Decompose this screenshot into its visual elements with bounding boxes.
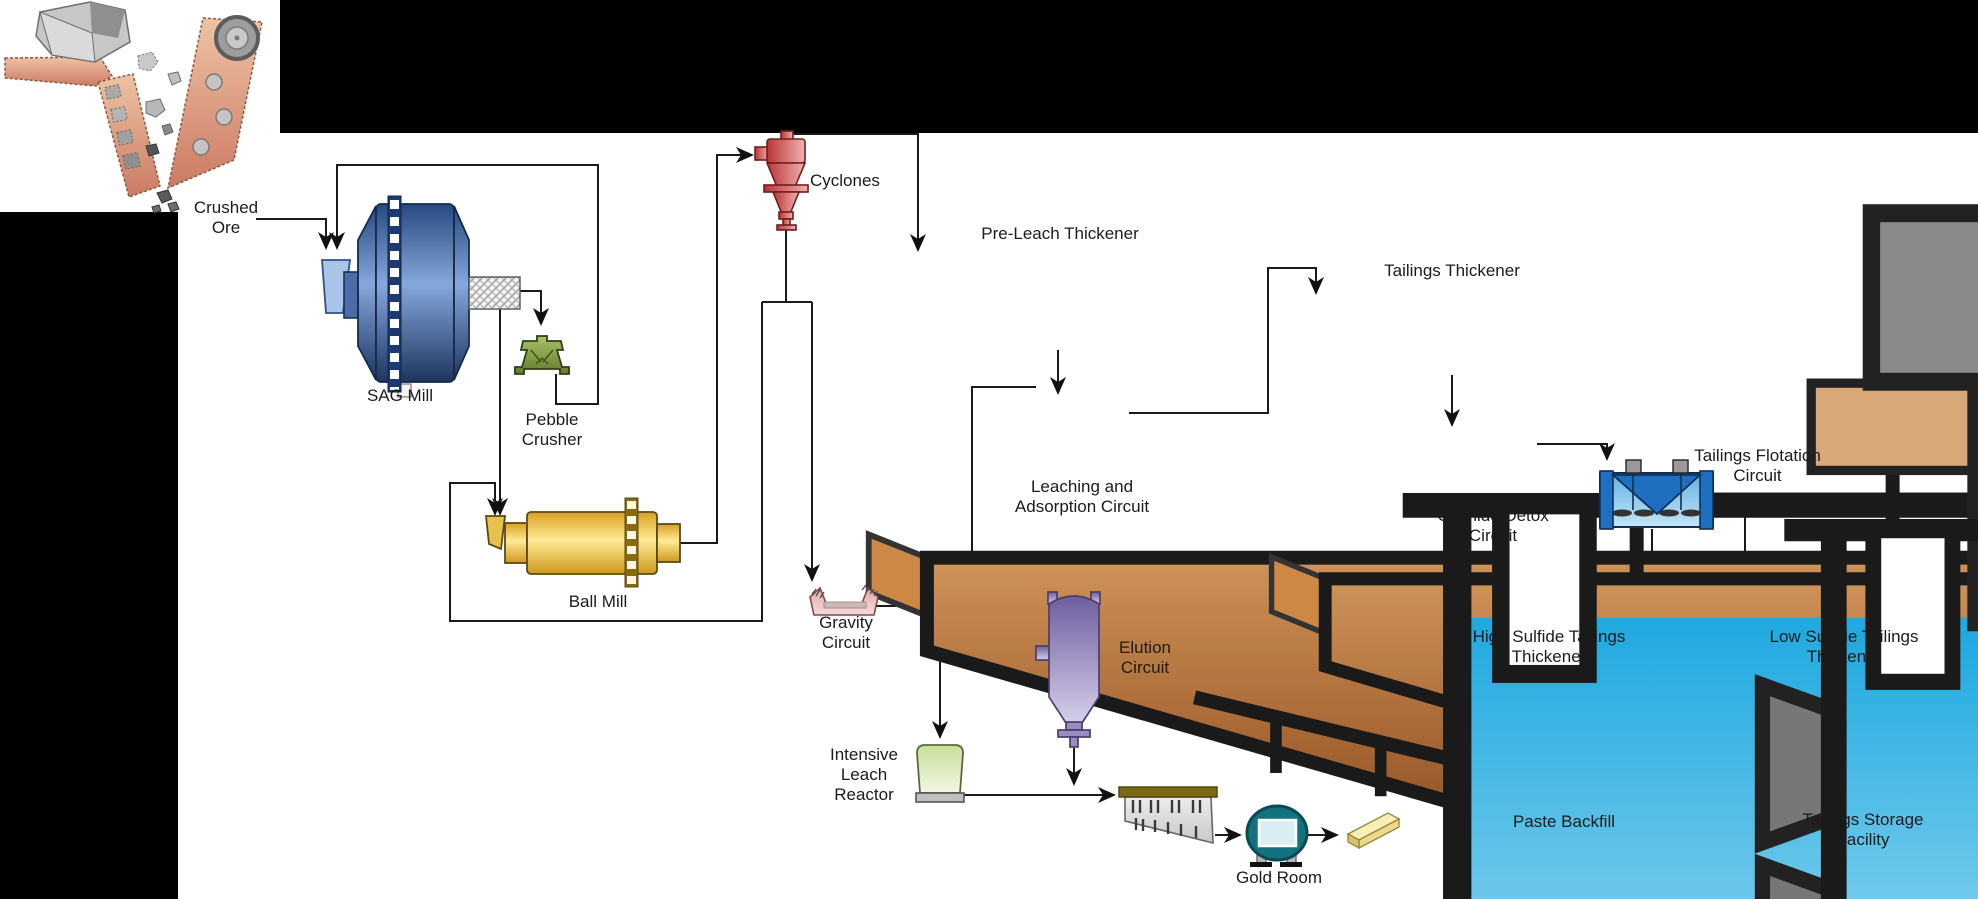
gold-bar-icon [1346,812,1401,850]
left-black-bar [0,212,178,899]
label-elution-circuit: Elution Circuit [1119,638,1171,678]
flow-leach-to-tailings-thickener [1129,267,1324,414]
top-black-bar [280,0,1978,133]
label-tailings-storage: Tailings Storage Facility [1802,810,1924,850]
flow-detox-to-flotation [1537,443,1615,461]
ball-mill-icon [484,497,681,588]
ball-mill-feed-chute [484,515,507,551]
label-leaching-adsorption: Leaching and Adsorption Circuit [1014,477,1150,517]
gravity-circuit-icon [809,584,879,616]
flow-trommel-to-pebble [520,290,549,326]
intensive-leach-reactor-icon [915,744,965,803]
label-pebble-crusher: Pebble Crusher [521,410,583,450]
label-pre-leach-thickener: Pre-Leach Thickener [981,224,1139,243]
cyclones-icon [754,130,809,231]
label-cyclones: Cyclones [810,171,880,190]
tailings-flotation-icon [1599,459,1714,530]
sag-feed-chute [321,259,352,314]
flow-cyclone-underflow [762,230,812,303]
sag-trommel-screen [468,276,521,310]
jaw-crusher-icon [4,1,263,214]
label-intensive-leach-reactor: Intensive Leach Reactor [829,745,899,805]
label-sag-mill: SAG Mill [366,386,434,405]
flow-crushed-ore [256,218,334,250]
label-tailings-flotation: Tailings Flotation Circuit [1694,446,1821,486]
label-low-sulfide-thickener: Low Sulfide Tailings Thickener [1769,627,1919,667]
label-gravity-circuit: Gravity Circuit [819,613,873,653]
label-high-sulfide-thickener: High Sulfide Tailings Thickener [1472,627,1626,667]
flow-ballmill-to-cyclone [657,147,754,544]
label-paste-backfill: Paste Backfill [1512,812,1616,831]
flow-pebble-to-sag [329,164,599,405]
elution-column-icon [1035,591,1101,748]
electrowinning-cell-icon [1118,786,1218,845]
sag-mill-icon [321,195,521,398]
smelting-furnace-icon [1245,804,1309,867]
flow-underflow-to-ballmill [449,302,763,622]
label-gold-room: Gold Room [1236,868,1322,887]
pebble-crusher-icon [514,335,570,375]
label-cyanide-detox: Cyanide Detox Circuit [1437,506,1549,546]
label-tailings-thickener: Tailings Thickener [1384,261,1520,280]
label-crushed-ore: Crushed Ore [193,198,259,238]
label-ball-mill: Ball Mill [568,592,628,611]
